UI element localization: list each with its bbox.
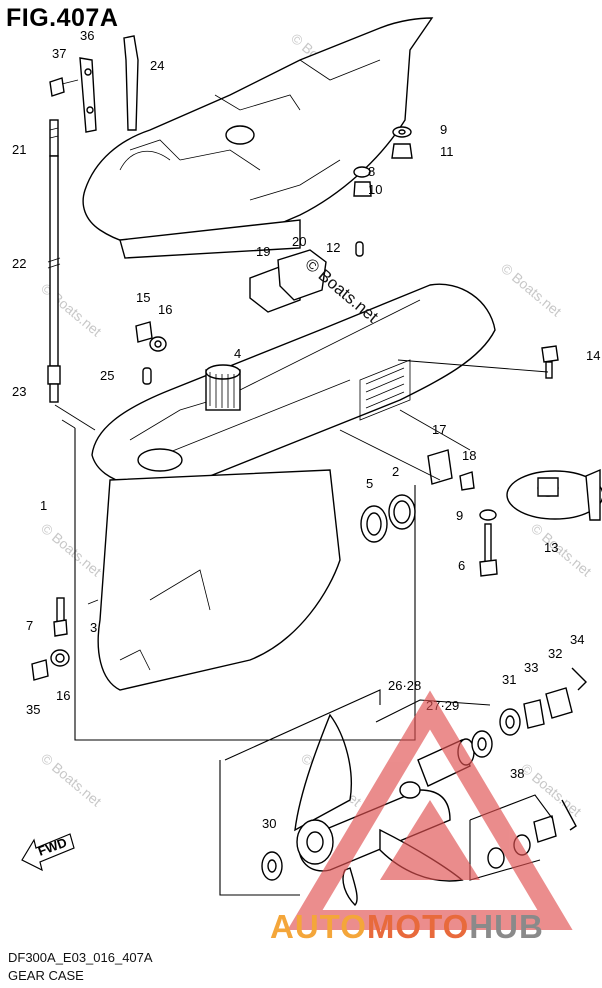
- figure-code: DF300A_E03_016_407A: [8, 950, 153, 965]
- callout-11: 11: [440, 144, 454, 159]
- small-parts-top-left: [49, 35, 139, 133]
- bolt-6-part: [479, 509, 498, 577]
- callout-4: 4: [234, 346, 241, 361]
- watermark: © Boats.net: [498, 260, 565, 319]
- callout-36: 36: [80, 28, 94, 43]
- nut-stack-parts: [471, 667, 587, 758]
- bolt-14-part: [541, 345, 559, 379]
- figure-caption: GEAR CASE: [8, 968, 84, 983]
- callout-24: 24: [150, 58, 164, 73]
- callout-15: 15: [136, 290, 150, 305]
- callout-14: 14: [586, 348, 600, 363]
- callout-25: 25: [100, 368, 114, 383]
- brand-logo: [287, 690, 573, 930]
- shift-rod-part: [47, 119, 61, 403]
- upper-cover-part: [82, 17, 434, 259]
- callout-7: 7: [26, 618, 33, 633]
- watermark: © Boats.net: [38, 520, 105, 579]
- callout-16b: 16: [56, 688, 70, 703]
- callout-17: 17: [432, 422, 446, 437]
- callout-38: 38: [510, 766, 524, 781]
- watermark: © Boats.net: [38, 280, 105, 339]
- callout-37: 37: [52, 46, 66, 61]
- brand-part-hub: HUB: [469, 908, 544, 945]
- gear-case-housing-part: [91, 283, 496, 691]
- callout-6: 6: [458, 558, 465, 573]
- callout-12: 12: [326, 240, 340, 255]
- callout-3: 3: [90, 620, 97, 635]
- callout-22: 22: [12, 256, 26, 271]
- anode-parts: [249, 241, 364, 313]
- callout-23: 23: [12, 384, 26, 399]
- callout-35: 35: [26, 702, 40, 717]
- callout-33: 33: [524, 660, 538, 675]
- callout-16a: 16: [158, 302, 172, 317]
- brand-part-auto: AUTO: [270, 908, 367, 945]
- bolt-7-part: [53, 597, 99, 637]
- callout-32: 32: [548, 646, 562, 661]
- brand-wordmark: AUTOMOTOHUB: [270, 908, 544, 946]
- figure-title: FIG.407A: [6, 4, 119, 32]
- callout-21: 21: [12, 142, 26, 157]
- callout-26-28: 26·28: [388, 678, 421, 693]
- callout-1: 1: [40, 498, 47, 513]
- callout-19: 19: [256, 244, 270, 259]
- callout-labels: 37 36 24 21 22 23 9 11 8 10 19 20 12 15 …: [12, 28, 600, 831]
- callout-18: 18: [462, 448, 476, 463]
- callout-8: 8: [368, 164, 375, 179]
- trim-tab-parts: [427, 449, 602, 521]
- callout-2: 2: [392, 464, 399, 479]
- washers-nuts-top-right: [353, 126, 413, 197]
- callout-9b: 9: [456, 508, 463, 523]
- callout-20: 20: [292, 234, 306, 249]
- callout-5: 5: [366, 476, 373, 491]
- callout-34: 34: [570, 632, 584, 647]
- callout-31: 31: [502, 672, 516, 687]
- watermark: © Boats.net: [528, 520, 595, 579]
- drain-plug-parts: [135, 321, 167, 385]
- watermark: © Boats.net: [518, 760, 585, 819]
- callout-9a: 9: [440, 122, 447, 137]
- brand-part-moto: MOTO: [366, 908, 470, 945]
- callout-10: 10: [368, 182, 382, 197]
- fwd-arrow: FWD: [21, 833, 75, 872]
- plug-35-part: [31, 649, 70, 681]
- callout-30: 30: [262, 816, 276, 831]
- callout-13: 13: [544, 540, 558, 555]
- seal-parts: [360, 494, 416, 543]
- watermark: © Boats.net: [38, 750, 105, 809]
